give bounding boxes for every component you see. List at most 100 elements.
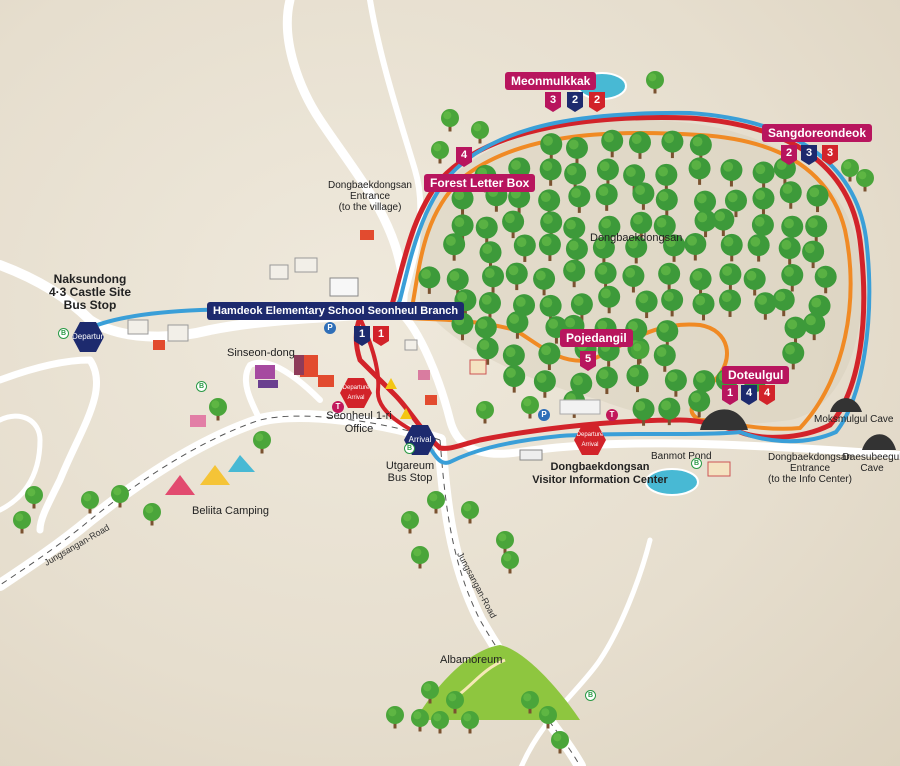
- tree-icon: [622, 265, 645, 293]
- toilet-icon: T: [606, 409, 618, 421]
- departure-arrival-sign-office[interactable]: Departure Arrival: [340, 378, 372, 408]
- tree-icon: [427, 491, 445, 514]
- place-dongbaek-entrance-info: Dongbaekdongsan Entrance (to the Info Ce…: [768, 452, 852, 485]
- place-dongbaek-entrance-village: Dongbaekdongsan Entrance (to the village…: [328, 180, 412, 213]
- tree-icon: [692, 292, 715, 321]
- tree-icon: [533, 370, 556, 398]
- place-utgareum: Utgareum Bus Stop: [385, 460, 435, 484]
- tree-icon: [503, 365, 526, 393]
- road-jungsangan-west: [0, 410, 446, 591]
- tree-icon: [570, 293, 593, 321]
- marker-sang-3[interactable]: 3: [822, 145, 838, 165]
- tree-icon: [564, 162, 587, 191]
- marker-hamdeok-1[interactable]: 1: [354, 326, 370, 346]
- place-albamoreum: Albamoreum: [440, 654, 503, 666]
- tree-icon: [626, 364, 649, 393]
- place-visitor-center: Dongbaekdongsan Visitor Information Cent…: [532, 461, 668, 486]
- tree-icon: [655, 163, 678, 192]
- marker-dot-2[interactable]: 4: [741, 385, 757, 405]
- caution-icon: [400, 408, 412, 419]
- road-southwest: [0, 356, 101, 534]
- tree-icon: [712, 208, 735, 237]
- tree-icon: [431, 141, 449, 164]
- tag-meonmulkkak[interactable]: Meonmulkkak: [505, 72, 597, 90]
- tree-icon: [625, 235, 648, 264]
- tree-icon: [482, 265, 505, 293]
- tag-sangdoreondeok[interactable]: Sangdoreondeok: [762, 124, 873, 142]
- tree-icon: [752, 187, 775, 215]
- tree-icon: [25, 486, 43, 509]
- tree-icon: [13, 511, 31, 534]
- tag-hamdeok-school[interactable]: Hamdeok Elementary School Seonheul Branc…: [207, 302, 465, 320]
- tree-icon: [632, 398, 655, 426]
- tree-icon: [598, 215, 621, 244]
- place-belita-camping: Beliita Camping: [192, 505, 270, 517]
- tree-icon: [779, 181, 802, 209]
- tree-icon: [411, 709, 429, 732]
- caution-icon: [385, 378, 397, 389]
- tree-icon: [81, 491, 99, 514]
- tree-icon: [539, 158, 562, 186]
- tag-forest-letter-box[interactable]: Forest Letter Box: [424, 174, 536, 192]
- place-naksundong: Naksundong 4·3 Castle Site Bus Stop: [48, 272, 132, 312]
- tree-icon: [688, 157, 711, 185]
- tag-pojedangil[interactable]: Pojedangil: [560, 329, 633, 347]
- bus-stop-icon: B: [196, 381, 207, 392]
- tree-icon: [513, 294, 536, 322]
- cave-icon: [830, 398, 862, 412]
- tree-icon: [565, 136, 588, 165]
- tree-icon: [539, 294, 562, 323]
- tree-icon: [694, 209, 717, 238]
- tag-doteulgul[interactable]: Doteulgul: [722, 366, 790, 384]
- marker-meon-3[interactable]: 2: [589, 92, 605, 112]
- tree-icon: [471, 121, 489, 144]
- cave-icon: [862, 434, 896, 450]
- tree-icon: [538, 342, 561, 371]
- bus-stop-icon: B: [691, 458, 702, 469]
- departure-sign-naksundong[interactable]: Departure: [72, 322, 104, 352]
- marker-dot-3[interactable]: 4: [759, 385, 775, 405]
- tree-icon: [418, 266, 441, 294]
- marker-meon-1[interactable]: 3: [545, 92, 561, 112]
- tree-icon: [628, 131, 651, 159]
- toilet-icon: T: [332, 401, 344, 413]
- place-moksmulgul-cave: Moksmulgul Cave: [814, 414, 894, 425]
- place-daesubeegul-cave: Daesubeegul Cave: [842, 452, 900, 474]
- tree-icon: [563, 259, 586, 288]
- tree-icon: [441, 109, 459, 132]
- marker-dot-1[interactable]: 1: [722, 385, 738, 405]
- tree-icon: [752, 161, 775, 190]
- tree-icon: [653, 344, 676, 372]
- tree-icon: [478, 292, 501, 320]
- marker-sang-1[interactable]: 2: [781, 145, 797, 165]
- tree-icon: [661, 130, 684, 159]
- tree-icon: [513, 234, 536, 262]
- tree-icon: [421, 681, 439, 704]
- marker-sang-2[interactable]: 3: [801, 145, 817, 165]
- tree-icon: [653, 214, 676, 243]
- departure-label: Departure: [576, 432, 604, 438]
- tree-icon: [719, 289, 742, 317]
- tree-icon: [598, 285, 621, 314]
- house-icon: [127, 230, 731, 477]
- tree-icon: [596, 158, 619, 187]
- tree-icon: [143, 503, 161, 526]
- marker-meon-2[interactable]: 2: [567, 92, 583, 112]
- tree-icon: [475, 216, 498, 245]
- tree-icon: [655, 188, 678, 217]
- tree-icon: [595, 366, 618, 395]
- departure-label: Departure: [342, 385, 370, 391]
- tree-icon: [841, 159, 859, 182]
- tree-icon: [646, 71, 664, 94]
- tree-icon: [689, 133, 712, 162]
- tree-icon: [658, 397, 681, 426]
- marker-poje[interactable]: 5: [580, 351, 596, 371]
- marker-hamdeok-2[interactable]: 1: [373, 326, 389, 346]
- marker-forest[interactable]: 4: [456, 147, 472, 167]
- tree-icon: [664, 369, 687, 397]
- tree-icon: [592, 236, 615, 265]
- tree-icon: [521, 396, 539, 419]
- tree-icon: [209, 398, 227, 421]
- tree-icon: [594, 262, 617, 290]
